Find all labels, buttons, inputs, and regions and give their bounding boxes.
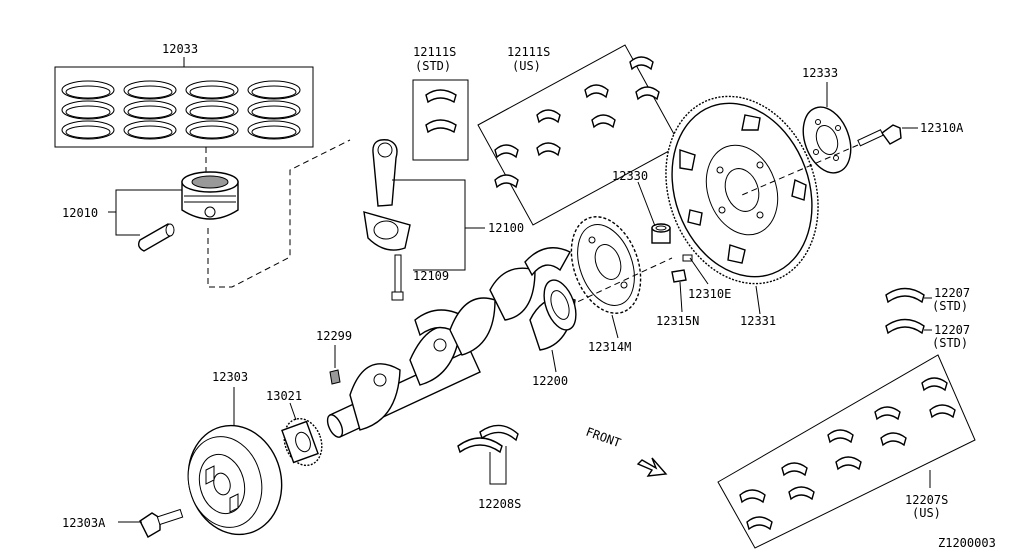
- crankshaft-sprocket: [281, 402, 323, 467]
- label-12310e: 12310E: [688, 287, 731, 301]
- label-12310a: 12310A: [920, 121, 964, 135]
- label-12207s: 12207S: [905, 493, 948, 507]
- label-12331: 12331: [740, 314, 776, 328]
- signal-plate-bolt: [671, 269, 687, 313]
- label-12100: 12100: [488, 221, 524, 235]
- pulley-bolt: [118, 508, 184, 538]
- label-std-a: (STD): [415, 59, 451, 73]
- reinforcement-plate: [802, 82, 852, 174]
- label-12033: 12033: [162, 42, 198, 56]
- label-12330: 12330: [612, 169, 648, 183]
- label-std-c: (STD): [932, 336, 968, 350]
- label-12315n: 12315N: [656, 314, 699, 328]
- label-12109: 12109: [413, 269, 449, 283]
- label-12208s: 12208S: [478, 497, 521, 511]
- conrod-bearing-std: [412, 79, 469, 161]
- part-labels: 12033 12010 12111S (STD) 12111S (US) 121…: [62, 42, 996, 550]
- flywheel: [665, 95, 819, 315]
- conrod-bearing-us: [477, 44, 681, 226]
- crankshaft: [326, 247, 577, 438]
- label-us-a: (US): [512, 59, 541, 73]
- label-12207-1: 12207: [934, 286, 970, 300]
- label-us-b: (US): [912, 506, 941, 520]
- connecting-rod: [363, 139, 485, 301]
- main-bearing-std-1: [885, 287, 932, 304]
- label-12303: 12303: [212, 370, 248, 384]
- crankshaft-pulley: [187, 387, 283, 536]
- piston-rings-set: [54, 57, 314, 172]
- label-12303a: 12303A: [62, 516, 106, 530]
- piston-and-pin: [108, 139, 351, 288]
- pilot-bushing: [637, 181, 671, 244]
- label-front: FRONT: [584, 425, 623, 451]
- label-12207-2: 12207: [934, 323, 970, 337]
- label-13021: 13021: [266, 389, 302, 403]
- label-12299: 12299: [316, 329, 352, 343]
- label-12200: 12200: [532, 374, 568, 388]
- signal-plate: [559, 216, 673, 339]
- flywheel-bolt-small: [682, 254, 709, 285]
- label-12010: 12010: [62, 206, 98, 220]
- thrust-bearings: [457, 424, 519, 485]
- crankshaft-key: [329, 345, 341, 385]
- label-std-b: (STD): [932, 299, 968, 313]
- front-direction-arrow: [636, 457, 668, 477]
- diagram-id: Z1200003: [938, 536, 996, 550]
- main-bearing-std-2: [885, 318, 932, 335]
- flywheel-bolt: [741, 124, 918, 196]
- main-bearing-us-set: [717, 354, 976, 549]
- label-12333: 12333: [802, 66, 838, 80]
- label-12111s-us: 12111S: [507, 45, 550, 59]
- label-12314m: 12314M: [588, 340, 631, 354]
- label-12111s-std: 12111S: [413, 45, 456, 59]
